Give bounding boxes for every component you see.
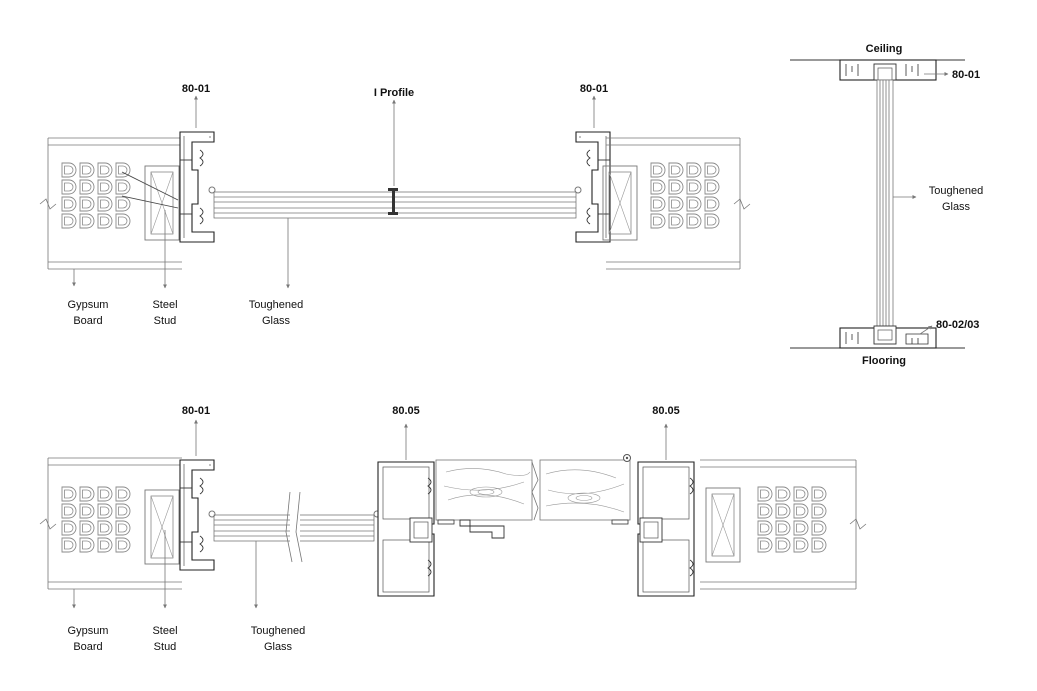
label-glass-elev-2: Glass bbox=[942, 201, 971, 213]
label-gypsum-top-2: Board bbox=[73, 315, 102, 327]
gypsum-board-pattern bbox=[62, 163, 130, 228]
top-plan-section: 80-01 I Profile 80-01 Gypsum Board Steel… bbox=[39, 83, 751, 327]
label-flooring: Flooring bbox=[862, 355, 906, 367]
steel-stud-box-bottom bbox=[144, 489, 180, 565]
label-ceiling: Ceiling bbox=[866, 43, 903, 55]
door-handle bbox=[437, 519, 629, 539]
label-glass-bottom-1: Toughened bbox=[251, 625, 305, 637]
label-glass-elev-1: Toughened bbox=[929, 185, 983, 197]
gypsum-board-pattern-bottom bbox=[62, 487, 130, 552]
vertical-glass-elevation bbox=[876, 79, 894, 329]
label-steel-top-2: Stud bbox=[154, 315, 177, 327]
label-gypsum-bottom-1: Gypsum bbox=[68, 625, 109, 637]
label-steel-bottom-1: Steel bbox=[152, 625, 177, 637]
bottom-plan-section: 80-01 80.05 80.05 Gypsum Board Steel Stu… bbox=[39, 405, 867, 653]
left-wall-bottom bbox=[39, 457, 182, 590]
door-frame-left bbox=[377, 461, 435, 597]
profile-80-01-right bbox=[575, 131, 611, 243]
i-profile-shape bbox=[388, 188, 398, 215]
label-gypsum-top-1: Gypsum bbox=[68, 299, 109, 311]
right-wall-top bbox=[602, 137, 751, 270]
door-frame-right bbox=[637, 461, 695, 597]
label-80-02-03: 80-02/03 bbox=[936, 319, 979, 331]
elevation-section: Ceiling 80-01 Toughened Glass 80-02/03 F… bbox=[790, 43, 983, 367]
door-leaf bbox=[435, 454, 631, 521]
ceiling-profile bbox=[839, 59, 937, 81]
label-i-profile: I Profile bbox=[374, 87, 414, 99]
steel-stud-box bbox=[144, 165, 180, 241]
label-glass-top-1: Toughened bbox=[249, 299, 303, 311]
left-wall-top bbox=[39, 137, 182, 270]
profile-80-01-left bbox=[179, 131, 215, 243]
label-glass-bottom-2: Glass bbox=[264, 641, 293, 653]
floor-profile bbox=[839, 325, 937, 349]
glass-panel-bottom bbox=[208, 490, 381, 563]
steel-stud-box-bottom-right bbox=[705, 487, 741, 563]
label-80-01-elev: 80-01 bbox=[952, 69, 980, 81]
label-steel-bottom-2: Stud bbox=[154, 641, 177, 653]
label-gypsum-bottom-2: Board bbox=[73, 641, 102, 653]
label-steel-top-1: Steel bbox=[152, 299, 177, 311]
label-80-05-left: 80.05 bbox=[392, 405, 420, 417]
gypsum-board-pattern-right bbox=[651, 163, 719, 228]
label-80-01-bottom: 80-01 bbox=[182, 405, 210, 417]
gypsum-board-pattern-bottom-right bbox=[758, 487, 826, 552]
label-80-05-right: 80.05 bbox=[652, 405, 680, 417]
right-wall-bottom bbox=[700, 459, 867, 590]
label-80-01-top-left: 80-01 bbox=[182, 83, 210, 95]
label-glass-top-2: Glass bbox=[262, 315, 291, 327]
label-80-01-top-right: 80-01 bbox=[580, 83, 608, 95]
